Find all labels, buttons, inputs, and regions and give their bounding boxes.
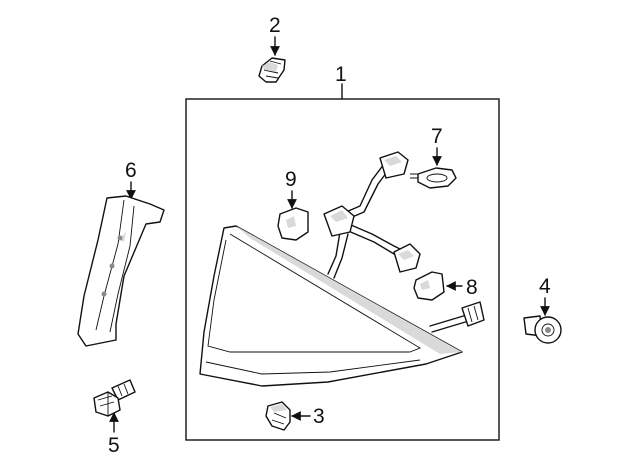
- callout-3: 3: [291, 405, 325, 428]
- gasket-9-part: [277, 207, 309, 241]
- callout-9-label: 9: [285, 168, 297, 191]
- callout-9: 9: [285, 168, 297, 209]
- callout-8: 8: [446, 276, 478, 299]
- callout-5-label: 5: [108, 434, 120, 457]
- wedge-bulb-part: [410, 167, 457, 189]
- callout-4-label: 4: [539, 275, 551, 298]
- callout-1-label: 1: [335, 63, 347, 86]
- callout-7-label: 7: [431, 125, 443, 148]
- callout-8-label: 8: [466, 276, 478, 299]
- bolt-part: [93, 379, 136, 417]
- callout-3-label: 3: [313, 405, 325, 428]
- callout-2-label: 2: [269, 14, 281, 37]
- lower-clip-part: [265, 401, 291, 431]
- tail-lamp-assembly: [199, 151, 485, 387]
- trim-bracket-part: [77, 195, 165, 347]
- callout-6: 6: [125, 159, 137, 200]
- grommet-part: [523, 315, 562, 344]
- callout-5: 5: [108, 412, 120, 457]
- callout-4: 4: [539, 275, 551, 316]
- gasket-8-part: [413, 271, 445, 301]
- callout-7: 7: [431, 125, 443, 166]
- callout-6-label: 6: [125, 159, 137, 182]
- callout-1: 1: [335, 63, 347, 100]
- push-clip-part: [258, 57, 286, 83]
- callout-2: 2: [269, 14, 281, 56]
